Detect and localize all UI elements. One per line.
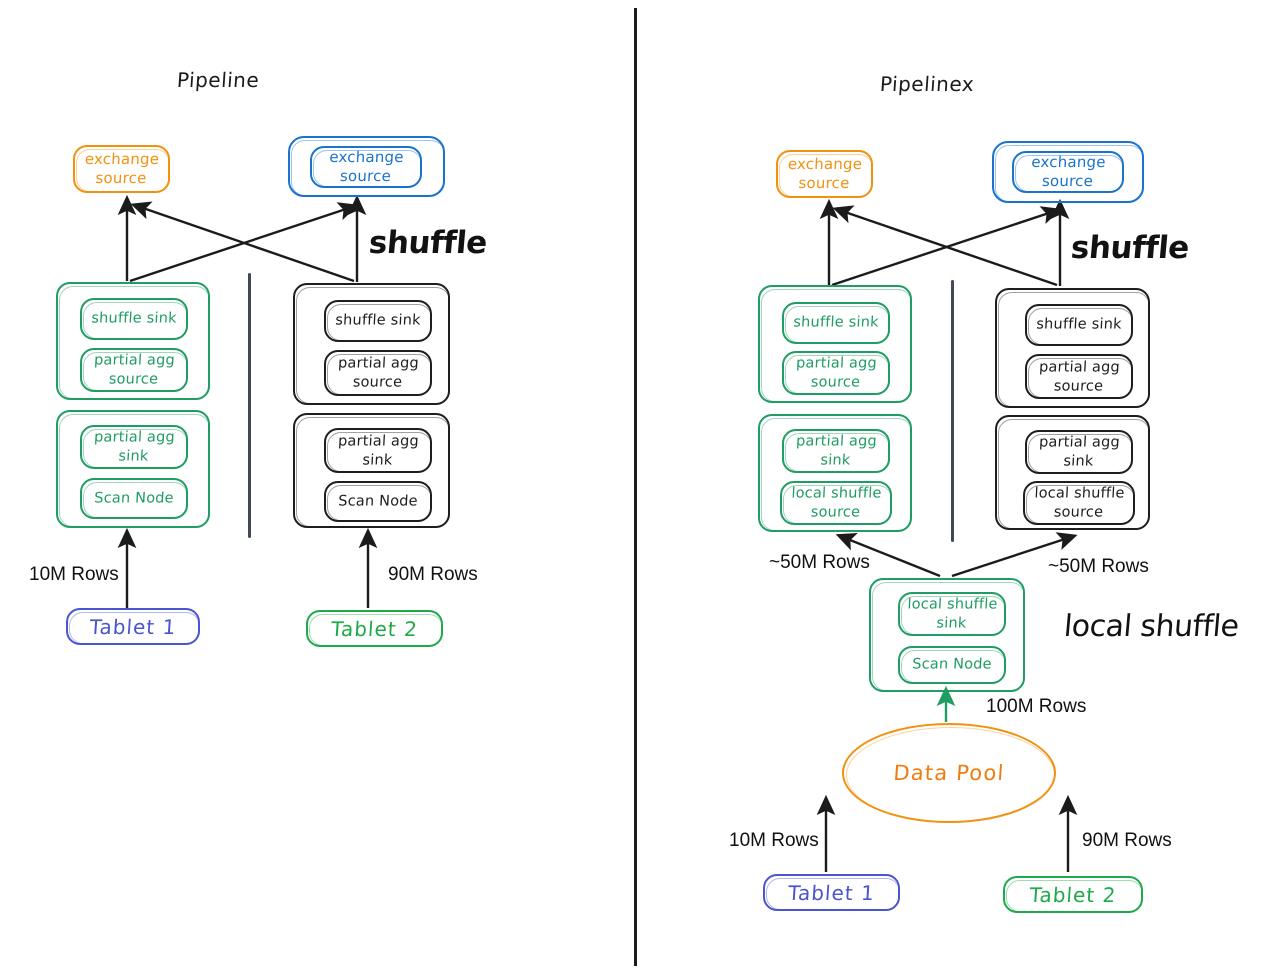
left-node-shuffle-sink-green-label: shuffle sink xyxy=(90,310,178,327)
left-fragment-green-lower[interactable]: partial agg sink Scan Node xyxy=(56,410,210,528)
left-exchange-source-blue-inner[interactable]: exchange source xyxy=(310,146,422,188)
left-exchange-source-orange[interactable]: exchange source xyxy=(73,145,170,193)
right-fragment-black-upper[interactable]: shuffle sink partial agg source xyxy=(995,288,1150,408)
left-rows-label-90m: 90M Rows xyxy=(388,564,478,585)
left-node-partial-agg-source-green-label: partial agg source xyxy=(93,352,176,387)
right-node-shuffle-sink-green[interactable]: shuffle sink xyxy=(782,302,890,344)
right-node-shuffle-sink-black[interactable]: shuffle sink xyxy=(1025,304,1133,346)
left-node-partial-agg-source-black[interactable]: partial agg source xyxy=(324,350,432,396)
right-node-partial-agg-sink-black[interactable]: partial agg sink xyxy=(1025,430,1133,474)
right-node-shuffle-sink-black-label: shuffle sink xyxy=(1035,316,1123,333)
right-node-scan-node-green[interactable]: Scan Node xyxy=(898,646,1006,684)
right-fragment-local-shuffle-sink[interactable]: local shuffle sink Scan Node xyxy=(869,578,1025,692)
left-panel-title: Pipeline xyxy=(176,68,261,92)
arrow-left-green-to-blue xyxy=(129,202,359,283)
left-node-partial-agg-sink-black-label: partial agg sink xyxy=(337,432,420,468)
right-exchange-source-blue-inner[interactable]: exchange source xyxy=(1012,151,1124,193)
left-exchange-source-orange-label: exchange source xyxy=(84,149,160,187)
right-tablet-2-label: Tablet 2 xyxy=(1028,882,1118,907)
right-fragment-black-lower[interactable]: partial agg sink local shuffle source xyxy=(995,415,1150,530)
left-node-scan-node-black-label: Scan Node xyxy=(337,493,419,510)
left-tablet-1[interactable]: Tablet 1 xyxy=(66,608,200,645)
right-rows-label-10m: 10M Rows xyxy=(729,830,819,851)
right-exchange-source-orange[interactable]: exchange source xyxy=(776,150,873,198)
left-rows-label-10m: 10M Rows xyxy=(29,564,119,585)
left-exchange-source-blue-outer[interactable] xyxy=(288,136,445,197)
data-pool-label: Data Pool xyxy=(892,761,1006,785)
arrow-right-black-to-orange xyxy=(832,205,1058,287)
data-pool-ellipse[interactable]: Data Pool xyxy=(842,723,1056,823)
left-node-shuffle-sink-black[interactable]: shuffle sink xyxy=(324,300,432,342)
right-tablet-1[interactable]: Tablet 1 xyxy=(763,874,900,911)
left-fragment-divider xyxy=(248,273,251,538)
right-node-local-shuffle-sink-label: local shuffle sink xyxy=(907,596,998,631)
left-exchange-source-blue-label: exchange source xyxy=(328,147,405,185)
left-node-shuffle-sink-green[interactable]: shuffle sink xyxy=(80,298,188,340)
right-node-scan-node-green-label: Scan Node xyxy=(911,656,993,673)
right-fragment-green-lower[interactable]: partial agg sink local shuffle source xyxy=(758,414,912,532)
arrow-left-black-to-orange xyxy=(130,201,355,283)
left-node-partial-agg-sink-black[interactable]: partial agg sink xyxy=(324,428,432,473)
right-node-shuffle-sink-green-label: shuffle sink xyxy=(792,314,880,331)
right-tablet-2[interactable]: Tablet 2 xyxy=(1003,876,1143,913)
left-fragment-green-upper[interactable]: shuffle sink partial agg source xyxy=(56,282,210,400)
right-fragment-green-upper[interactable]: shuffle sink partial agg source xyxy=(758,285,912,403)
left-tablet-2-label: Tablet 2 xyxy=(330,616,419,641)
panel-divider xyxy=(634,8,637,966)
right-shuffle-label: shuffle xyxy=(1069,230,1191,266)
left-fragment-black-lower[interactable]: partial agg sink Scan Node xyxy=(293,413,450,528)
right-exchange-source-orange-label: exchange source xyxy=(787,154,863,192)
right-exchange-source-blue-outer[interactable] xyxy=(992,141,1144,203)
right-node-local-shuffle-source-black-label: local shuffle source xyxy=(1034,485,1125,520)
right-panel-title: Pipelinex xyxy=(879,72,976,96)
right-local-shuffle-label: local shuffle xyxy=(1062,609,1241,644)
left-node-scan-node-black[interactable]: Scan Node xyxy=(324,481,432,522)
left-tablet-1-label: Tablet 1 xyxy=(88,614,178,639)
left-node-scan-node-green[interactable]: Scan Node xyxy=(80,478,188,519)
left-node-shuffle-sink-black-label: shuffle sink xyxy=(334,312,422,329)
right-rows-label-100m: 100M Rows xyxy=(986,696,1087,717)
left-node-partial-agg-sink-green[interactable]: partial agg sink xyxy=(80,425,188,469)
right-node-partial-agg-source-black-label: partial agg source xyxy=(1038,358,1121,394)
right-node-partial-agg-source-black[interactable]: partial agg source xyxy=(1025,354,1133,399)
right-node-local-shuffle-sink[interactable]: local shuffle sink xyxy=(898,592,1006,636)
left-node-partial-agg-source-black-label: partial agg source xyxy=(337,355,420,390)
right-node-partial-agg-source-green-label: partial agg source xyxy=(795,355,878,390)
right-exchange-source-blue-label: exchange source xyxy=(1030,152,1107,190)
right-node-local-shuffle-source-green[interactable]: local shuffle source xyxy=(780,481,892,525)
left-fragment-black-upper[interactable]: shuffle sink partial agg source xyxy=(293,283,450,405)
arrow-right-green-to-blue xyxy=(831,206,1062,287)
right-fragment-divider xyxy=(951,280,954,542)
right-rows-label-50m-left: ~50M Rows xyxy=(769,552,870,573)
left-node-scan-node-green-label: Scan Node xyxy=(93,490,175,507)
right-rows-label-90m: 90M Rows xyxy=(1082,830,1172,851)
right-node-partial-agg-sink-black-label: partial agg sink xyxy=(1038,434,1121,469)
right-tablet-1-label: Tablet 1 xyxy=(787,880,876,905)
right-node-partial-agg-source-green[interactable]: partial agg source xyxy=(782,351,890,395)
left-node-partial-agg-source-green[interactable]: partial agg source xyxy=(80,348,188,392)
right-node-local-shuffle-source-green-label: local shuffle source xyxy=(791,485,882,520)
right-node-local-shuffle-source-black[interactable]: local shuffle source xyxy=(1023,481,1135,525)
left-node-partial-agg-sink-green-label: partial agg sink xyxy=(93,429,176,464)
right-rows-label-50m-right: ~50M Rows xyxy=(1048,556,1149,577)
right-node-partial-agg-sink-green-label: partial agg sink xyxy=(795,433,878,468)
left-tablet-2[interactable]: Tablet 2 xyxy=(306,610,443,647)
left-shuffle-label: shuffle xyxy=(367,225,489,261)
right-node-partial-agg-sink-green[interactable]: partial agg sink xyxy=(782,429,890,473)
